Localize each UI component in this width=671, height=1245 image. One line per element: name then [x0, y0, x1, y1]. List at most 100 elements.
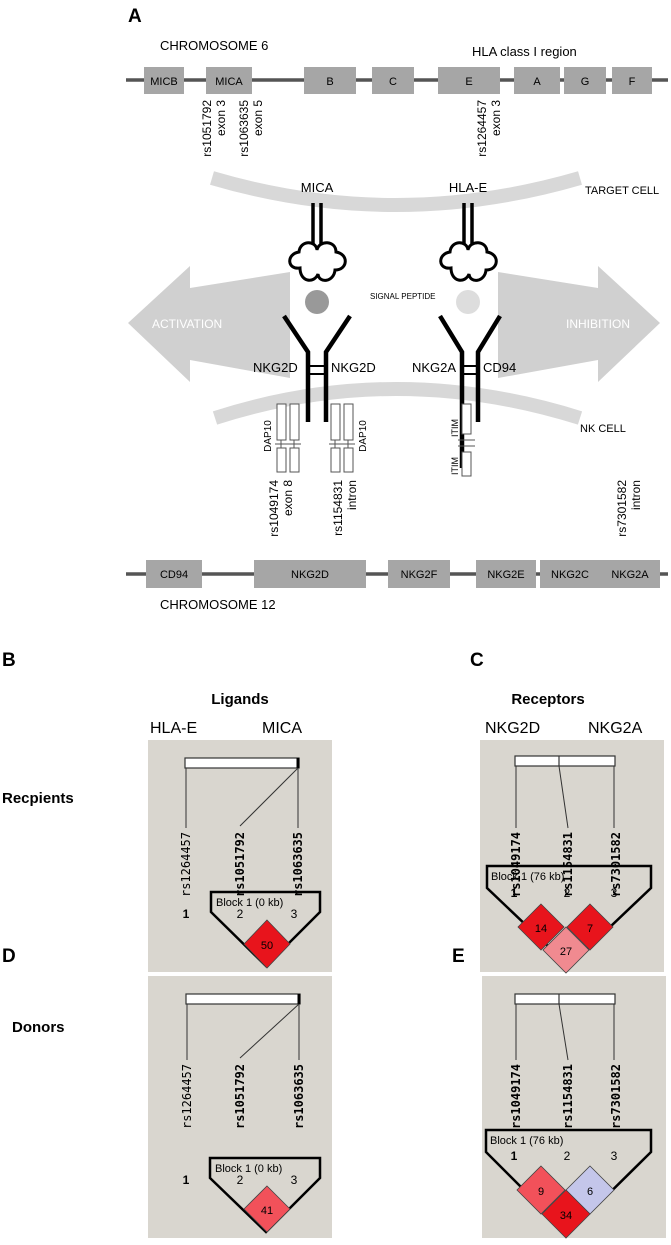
panel-c-block-label: Block 1 (76 kb) [491, 871, 564, 883]
hlae-molecule [439, 203, 498, 314]
gene-label-e: E [465, 76, 472, 88]
panel-b-snp-2: rs1051792 [233, 832, 247, 897]
panel-c-ld-value-23: 7 [587, 923, 593, 935]
panel-e-index-1: 1 [511, 1149, 518, 1163]
panel-c-index-2: 2 [564, 886, 571, 900]
panel-d-index-2: 2 [237, 1173, 244, 1187]
gene-box-nkg2d [254, 560, 366, 588]
panel-e-ld-cell-12 [516, 1165, 566, 1215]
gene-label-mica: MICA [215, 76, 243, 88]
panel-b-background [148, 740, 332, 972]
panel-label-c: C [470, 650, 484, 671]
gene-box-b [304, 67, 356, 94]
snp-rs7301582: rs7301582 [615, 480, 629, 537]
ligands-title: Ligands [211, 691, 269, 708]
gene-box-f [612, 67, 652, 94]
inhibition-arrow [498, 266, 660, 382]
chr12-genes: CD94 NKG2D NKG2F NKG2E NKG2C NKG2A [146, 560, 660, 588]
gene-label-nkg2e: NKG2E [487, 569, 524, 581]
nkg2d-receptor [282, 314, 352, 422]
panel-e-snp-1: rs1049174 [509, 1064, 523, 1129]
panel-b-ld-cell [243, 919, 291, 969]
panel-d-snp-2: rs1051792 [233, 1064, 247, 1129]
row-label-recipients: Recpients [2, 790, 74, 807]
panel-c-index-1: 1 [511, 886, 518, 900]
panel-c-ld-value-12: 14 [535, 923, 547, 935]
cd94-label: CD94 [483, 360, 516, 375]
chr12-snp-labels: rs1049174 exon 8 rs1154831 intron rs7301… [267, 480, 643, 537]
panel-d-ld-value: 41 [261, 1205, 273, 1217]
panel-label-a: A [128, 6, 142, 27]
panel-c-snp-3: rs7301582 [609, 832, 623, 897]
gene-box-a [514, 67, 560, 94]
panel-c-haploview: rs1049174 rs1154831 rs7301582 Block 1 (7… [480, 740, 664, 974]
panel-e-ld-value-13: 34 [560, 1210, 572, 1222]
panel-c-ld-cell-13 [542, 926, 590, 974]
nkg2a-label: NKG2A [412, 360, 456, 375]
panel-d-index-1: 1 [183, 1173, 190, 1187]
panel-b-ld-value: 50 [261, 940, 273, 952]
panel-e-ld-value-23: 6 [587, 1186, 593, 1198]
gene-label-a: A [533, 76, 541, 88]
gene-box-nkg2f [388, 560, 450, 588]
snp-loc-rs7301582: intron [629, 480, 643, 510]
chr6-snp-labels: rs1051792 exon 3 rs1063635 exon 5 rs1264… [200, 100, 503, 157]
nk-cell-label: NK CELL [580, 423, 626, 435]
panel-c-snp-2: rs1154831 [561, 832, 575, 897]
panel-e-ld-cell-13 [541, 1189, 591, 1239]
panel-c-ld-cell-23 [566, 903, 614, 951]
panel-e-index-2: 2 [564, 1149, 571, 1163]
panel-d-ld-cell [243, 1185, 291, 1233]
dap10-left-label: DAP10 [263, 420, 274, 452]
panel-c-snp-bar [514, 755, 616, 767]
hlae-ligand-label: HLA-E [449, 180, 488, 195]
gene-box-nkg2e [476, 560, 536, 588]
gene-box-cd94 [146, 560, 202, 588]
itim-label-lower: ITIM [450, 457, 460, 475]
signal-peptide-circle [456, 290, 480, 314]
receptor-nkg2d-header: NKG2D [485, 720, 540, 737]
gene-box-nkg2a [600, 560, 660, 588]
gene-label-micb: MICB [150, 76, 178, 88]
snp-rs1154831: rs1154831 [331, 480, 345, 536]
panel-e-snp-bar [514, 993, 616, 1005]
panel-e-snp-3: rs7301582 [609, 1064, 623, 1129]
gene-label-nkg2a: NKG2A [611, 569, 649, 581]
ligand-hla-e-header: HLA-E [150, 720, 197, 737]
panel-b-index-2: 2 [237, 907, 244, 921]
snp-loc-rs1264457: exon 3 [489, 100, 503, 136]
signal-peptide-label: SIGNAL PEPTIDE [370, 292, 436, 301]
gene-label-nkg2d: NKG2D [291, 569, 329, 581]
panel-c-ld-cell-12 [517, 903, 565, 951]
panel-label-e: E [452, 946, 465, 967]
panel-d-index-3: 3 [291, 1173, 298, 1187]
gene-box-g [564, 67, 606, 94]
dap10-left [275, 403, 301, 473]
panel-b-index-1: 1 [183, 907, 190, 921]
panel-b-snp-1: rs1264457 [179, 832, 193, 897]
chr6-genes: MICB MICA B C E A G F [144, 67, 652, 94]
snp-loc-rs1063635: exon 5 [251, 100, 265, 136]
gene-label-b: B [326, 76, 333, 88]
panel-d-snp-1: rs1264457 [180, 1064, 194, 1129]
panel-b-snp-bar [184, 757, 300, 769]
hla-region-label: HLA class I region [472, 44, 577, 59]
chromosome-6-label: CHROMOSOME 6 [160, 38, 268, 53]
nk-cell-membrane [212, 382, 583, 425]
gene-label-g: G [581, 76, 590, 88]
panel-b-snp-3: rs1063635 [291, 832, 305, 897]
gene-label-f: F [629, 76, 636, 88]
panel-c-snp-1: rs1049174 [509, 832, 523, 897]
gene-box-mica [206, 67, 252, 94]
gene-label-nkg2f: NKG2F [401, 569, 438, 581]
snp-loc-rs1051792: exon 3 [214, 100, 228, 136]
snp-rs1051792: rs1051792 [200, 100, 214, 157]
panel-c-index-3: 3 [611, 886, 618, 900]
target-cell-label: TARGET CELL [585, 185, 659, 197]
panel-d-snp-bar [185, 993, 301, 1005]
activation-arrow [128, 266, 290, 382]
gene-box-e [438, 67, 500, 94]
snp-rs1264457: rs1264457 [475, 100, 489, 157]
gene-label-cd94: CD94 [160, 569, 188, 581]
panel-b-block-label: Block 1 (0 kb) [216, 897, 283, 909]
